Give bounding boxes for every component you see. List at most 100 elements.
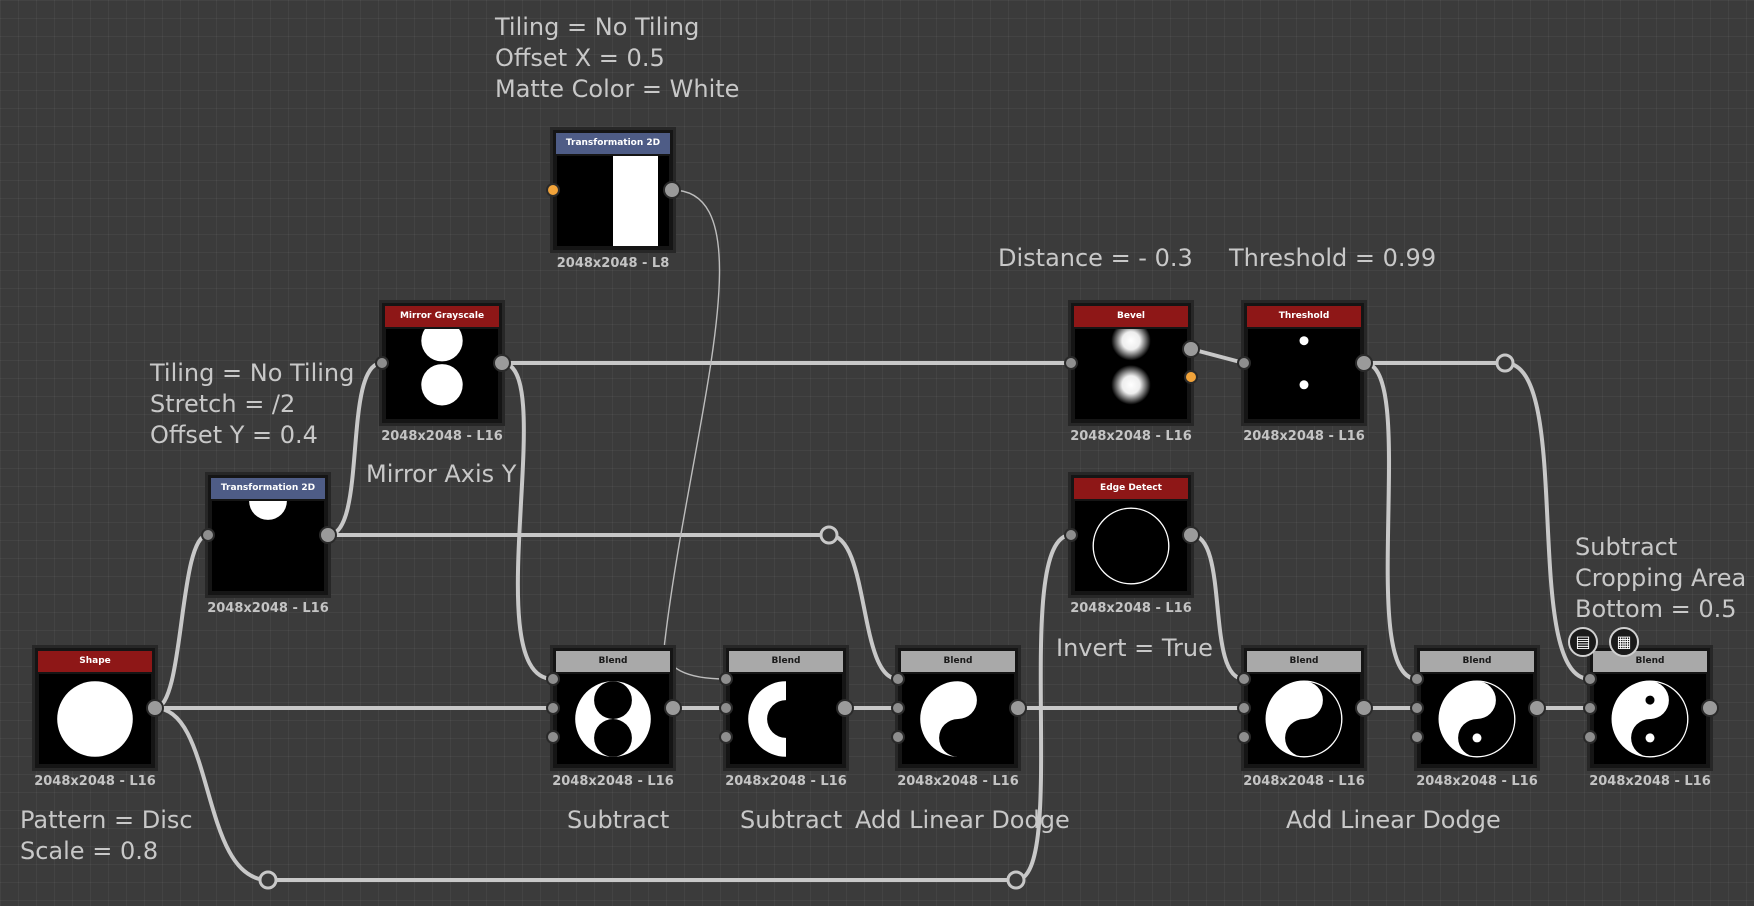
node-preview: [1594, 674, 1706, 764]
comment-line: Matte Color = White: [495, 75, 740, 103]
node-blend-subtract-3[interactable]: Blend: [1587, 645, 1713, 771]
node-preview: [386, 329, 498, 419]
node-resolution: 2048x2048 - L16: [1416, 774, 1538, 789]
comment-line: Subtract: [1575, 533, 1678, 561]
input-port[interactable]: [1410, 672, 1424, 686]
node-preview: [557, 156, 669, 246]
comment-edge-detect: Invert = True: [1056, 634, 1213, 662]
output-port[interactable]: [1355, 354, 1373, 372]
input-port[interactable]: [719, 672, 733, 686]
comment-transformation-a: Tiling = No Tiling Stretch = /2 Offset Y…: [150, 358, 354, 451]
node-resolution: 2048x2048 - L16: [1589, 774, 1711, 789]
output-port[interactable]: [836, 699, 854, 717]
reroute-dot: [819, 525, 839, 545]
output-port[interactable]: [146, 699, 164, 717]
comment-mirror: Mirror Axis Y: [366, 460, 517, 488]
node-title: Shape: [38, 651, 152, 672]
node-blend-add-1[interactable]: Blend: [895, 645, 1021, 771]
input-port[interactable]: [891, 730, 905, 744]
input-port[interactable]: [201, 528, 215, 542]
comment-transformation-b: Tiling = No Tiling Offset X = 0.5 Matte …: [495, 12, 739, 105]
input-port[interactable]: [1583, 672, 1597, 686]
output-port[interactable]: [1701, 699, 1719, 717]
output-port[interactable]: [1182, 526, 1200, 544]
input-port[interactable]: [719, 701, 733, 715]
input-port[interactable]: [1410, 701, 1424, 715]
input-port[interactable]: [546, 730, 560, 744]
input-port[interactable]: [719, 730, 733, 744]
comment-blend-1: Subtract: [567, 806, 670, 834]
node-shape[interactable]: Shape: [32, 645, 158, 771]
output-port[interactable]: [493, 354, 511, 372]
node-title: Blend: [556, 651, 670, 672]
wire-threshold-to-blend5: [1362, 361, 1419, 681]
node-title: Blend: [901, 651, 1015, 672]
document-icon[interactable]: ▤: [1568, 627, 1598, 657]
node-resolution: 2048x2048 - L16: [1070, 601, 1192, 616]
wire-edge-to-blend4: [1189, 533, 1246, 681]
node-title: Bevel: [1074, 306, 1188, 327]
input-port[interactable]: [546, 672, 560, 686]
input-port[interactable]: [1237, 356, 1251, 370]
node-blend-add-2[interactable]: Blend: [1241, 645, 1367, 771]
node-resolution: 2048x2048 - L16: [897, 774, 1019, 789]
node-preview: [730, 674, 842, 764]
output-port[interactable]: [663, 181, 681, 199]
input-port[interactable]: [546, 183, 560, 197]
node-resolution: 2048x2048 - L16: [34, 774, 156, 789]
input-port[interactable]: [1410, 730, 1424, 744]
node-preview: [212, 501, 324, 591]
input-port[interactable]: [891, 672, 905, 686]
node-resolution: 2048x2048 - L16: [1070, 429, 1192, 444]
comment-line: Pattern = Disc: [20, 806, 193, 834]
wire-reroute-to-blend6: [1503, 361, 1592, 681]
output-port[interactable]: [1528, 699, 1546, 717]
node-transformation-2d-a[interactable]: Transformation 2D: [205, 472, 331, 598]
node-mirror-grayscale[interactable]: Mirror Grayscale: [379, 300, 505, 426]
node-resolution: 2048x2048 - L16: [552, 774, 674, 789]
input-port[interactable]: [546, 701, 560, 715]
comment-blend-3: Add Linear Dodge: [855, 806, 1070, 834]
node-preview: [1248, 674, 1360, 764]
output-port[interactable]: [1355, 699, 1373, 717]
input-port[interactable]: [1583, 701, 1597, 715]
input-port[interactable]: [1237, 730, 1251, 744]
reroute-dot: [258, 870, 278, 890]
output-port[interactable]: [664, 699, 682, 717]
comment-line: Tiling = No Tiling: [495, 13, 700, 41]
input-port[interactable]: [1583, 730, 1597, 744]
input-port[interactable]: [375, 356, 389, 370]
node-title: Blend: [729, 651, 843, 672]
node-blend-add-3[interactable]: Blend: [1414, 645, 1540, 771]
node-title: Edge Detect: [1074, 478, 1188, 499]
node-threshold[interactable]: Threshold: [1241, 300, 1367, 426]
reroute-dot: [1006, 870, 1026, 890]
node-blend-subtract-1[interactable]: Blend: [550, 645, 676, 771]
input-port[interactable]: [1064, 528, 1078, 542]
output-port-normal[interactable]: [1184, 370, 1198, 384]
output-port[interactable]: [1009, 699, 1027, 717]
input-port[interactable]: [891, 701, 905, 715]
comment-line: Bottom = 0.5: [1575, 595, 1737, 623]
comment-line: Offset X = 0.5: [495, 44, 665, 72]
comment-threshold: Threshold = 0.99: [1229, 244, 1437, 272]
node-transformation-2d-b[interactable]: Transformation 2D: [550, 127, 676, 253]
output-port[interactable]: [319, 526, 337, 544]
checker-icon[interactable]: ▦: [1609, 627, 1639, 657]
node-edge-detect[interactable]: Edge Detect: [1068, 472, 1194, 598]
comment-line: Cropping Area: [1575, 564, 1747, 592]
node-title: Transformation 2D: [211, 478, 325, 499]
wire-bevel-to-threshold: [1189, 347, 1246, 365]
input-port[interactable]: [1237, 672, 1251, 686]
input-port[interactable]: [1064, 356, 1078, 370]
node-resolution: 2048x2048 - L16: [725, 774, 847, 789]
node-bevel[interactable]: Bevel: [1068, 300, 1194, 426]
input-port[interactable]: [1237, 701, 1251, 715]
comment-line: Stretch = /2: [150, 390, 296, 418]
node-blend-subtract-2[interactable]: Blend: [723, 645, 849, 771]
wire-mirror-to-blend1: [500, 361, 555, 681]
comment-line: Offset Y = 0.4: [150, 421, 318, 449]
wire-bottom-to-edge: [1014, 533, 1073, 882]
output-port[interactable]: [1182, 340, 1200, 358]
wire-transform-a-to-mirror: [326, 361, 384, 537]
